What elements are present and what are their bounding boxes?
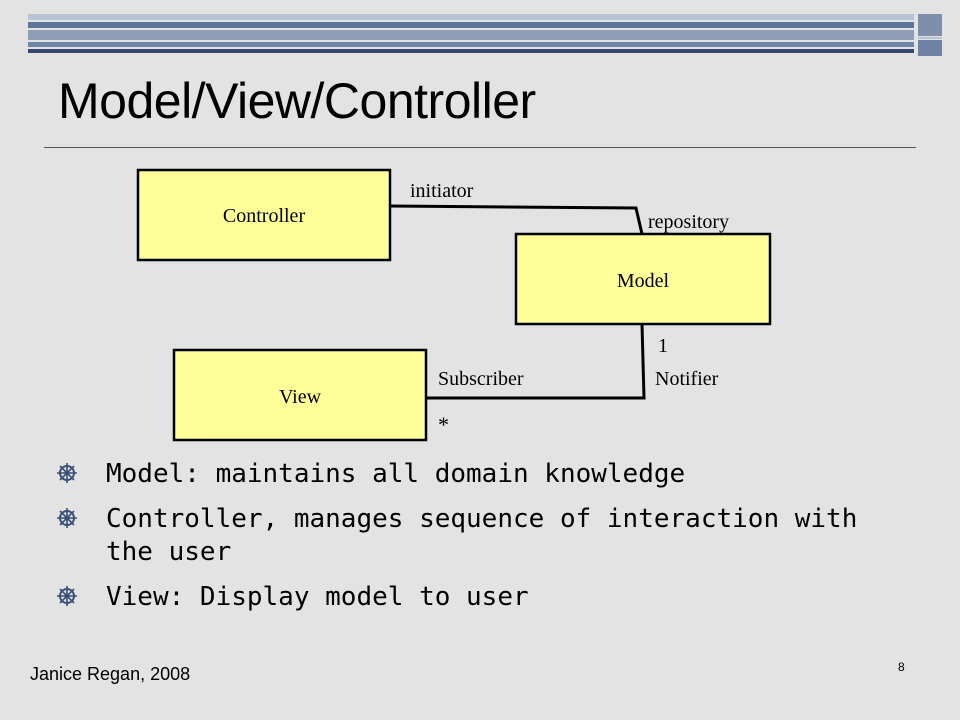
controller-label: Controller [223,205,306,227]
slide-number: 8 [898,660,905,674]
model-view-connector [426,323,646,400]
model-label: Model [617,270,670,292]
header-band [28,14,914,20]
header-band [28,42,914,47]
ship-wheel-bullet-icon [57,586,77,606]
repository-label: repository [648,211,729,233]
subscriber-label: Subscriber [438,368,524,390]
footer-author: Janice Regan, 2008 [30,664,191,684]
ship-wheel-bullet-icon [57,463,77,483]
model-box [514,232,772,326]
controller-box [136,168,392,262]
bullet-item: Model: maintains all domain knowledge [56,458,926,491]
header-decor-bar [28,14,914,54]
bullet-item: View: Display model to user [56,581,926,614]
multiplicity-one-label: 1 [658,335,668,357]
header-band [28,30,914,40]
bullet-text-continuation: the user [106,537,232,567]
initiator-label: initiator [410,180,474,202]
view-label: View [279,386,322,408]
corner-box-bottom [918,40,942,56]
header-band [28,49,914,53]
bullet-text: Model: maintains all domain knowledge [106,459,686,489]
multiplicity-many-label: * [438,412,449,437]
page-title: Model/View/Controller [58,73,536,129]
header-band [28,22,914,28]
bullet-list: Model: maintains all domain knowledge Co… [56,458,926,626]
notifier-label: Notifier [655,368,719,390]
bullet-text: View: Display model to user [106,582,529,612]
corner-box-divider [918,37,942,39]
bullet-item: Controller, manages sequence of interact… [56,503,926,569]
title-rule [44,147,916,148]
corner-box-top [918,14,942,36]
controller-model-connector [389,204,644,235]
ship-wheel-bullet-icon [57,508,77,528]
bullet-text: Controller, manages sequence of interact… [106,504,858,534]
view-box [172,348,428,442]
header-corner-box [918,14,942,56]
